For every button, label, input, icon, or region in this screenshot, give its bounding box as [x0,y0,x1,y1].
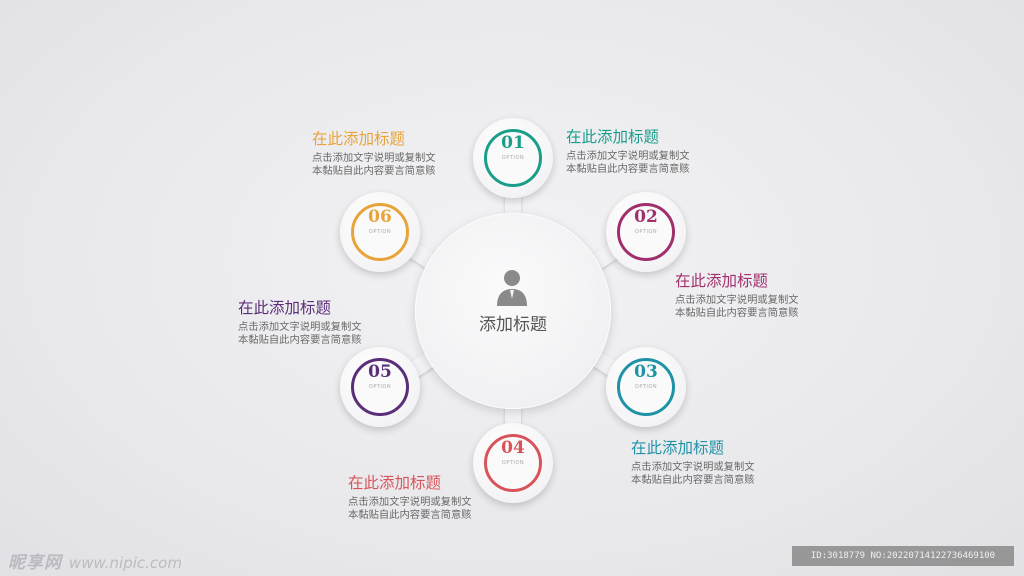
node-option-label: OPTION [634,229,658,235]
node-02[interactable]: 02 OPTION [606,192,686,272]
node-option-label: OPTION [634,384,658,390]
watermark-logo: 昵享网 www.nipic.com [8,548,182,573]
node-05[interactable]: 05 OPTION [340,347,420,427]
node-heading[interactable]: 在此添加标题 [631,439,725,457]
node-heading[interactable]: 在此添加标题 [348,474,442,492]
center-title[interactable]: 添加标题 [479,315,547,335]
node-04[interactable]: 04 OPTION [473,423,553,503]
node-heading[interactable]: 在此添加标题 [566,128,660,146]
node-option-label: OPTION [501,460,525,466]
node-heading[interactable]: 在此添加标题 [312,130,406,148]
node-option-label: OPTION [368,384,392,390]
node-ring [617,203,675,261]
watermark-logo-text: 昵享网 [8,553,62,573]
node-heading[interactable]: 在此添加标题 [675,272,769,290]
node-ring [484,129,542,187]
node-heading[interactable]: 在此添加标题 [238,299,332,317]
node-option-label: OPTION [501,155,525,161]
watermark-id-bar: ID:3018779 NO:20220714122736469100 [792,546,1014,566]
node-ring [351,358,409,416]
text-block-06: 在此添加标题 点击添加文字说明或复制文本黏贴自此内容要言简意赅 [312,129,442,178]
node-description[interactable]: 点击添加文字说明或复制文本黏贴自此内容要言简意赅 [312,152,436,177]
node-number: 05 [368,362,392,382]
node-number: 02 [634,207,658,227]
text-block-03: 在此添加标题 点击添加文字说明或复制文本黏贴自此内容要言简意赅 [631,438,761,487]
node-description[interactable]: 点击添加文字说明或复制文本黏贴自此内容要言简意赅 [238,321,362,346]
person-icon [497,270,527,306]
node-number: 03 [634,362,658,382]
node-01[interactable]: 01 OPTION [473,118,553,198]
text-block-02: 在此添加标题 点击添加文字说明或复制文本黏贴自此内容要言简意赅 [675,271,805,320]
node-03[interactable]: 03 OPTION [606,347,686,427]
watermark-url: www.nipic.com [68,554,182,572]
node-number: 04 [501,438,525,458]
text-block-01: 在此添加标题 点击添加文字说明或复制文本黏贴自此内容要言简意赅 [566,127,696,176]
node-description[interactable]: 点击添加文字说明或复制文本黏贴自此内容要言简意赅 [348,496,472,521]
text-block-04: 在此添加标题 点击添加文字说明或复制文本黏贴自此内容要言简意赅 [348,473,478,522]
center-circle [415,213,611,409]
node-description[interactable]: 点击添加文字说明或复制文本黏贴自此内容要言简意赅 [566,150,690,175]
node-number: 06 [368,207,392,227]
text-block-05: 在此添加标题 点击添加文字说明或复制文本黏贴自此内容要言简意赅 [238,298,368,347]
node-description[interactable]: 点击添加文字说明或复制文本黏贴自此内容要言简意赅 [675,294,799,319]
node-ring [617,358,675,416]
node-ring [484,434,542,492]
node-ring [351,203,409,261]
node-description[interactable]: 点击添加文字说明或复制文本黏贴自此内容要言简意赅 [631,461,755,486]
node-number: 01 [501,133,525,153]
node-06[interactable]: 06 OPTION [340,192,420,272]
node-option-label: OPTION [368,229,392,235]
